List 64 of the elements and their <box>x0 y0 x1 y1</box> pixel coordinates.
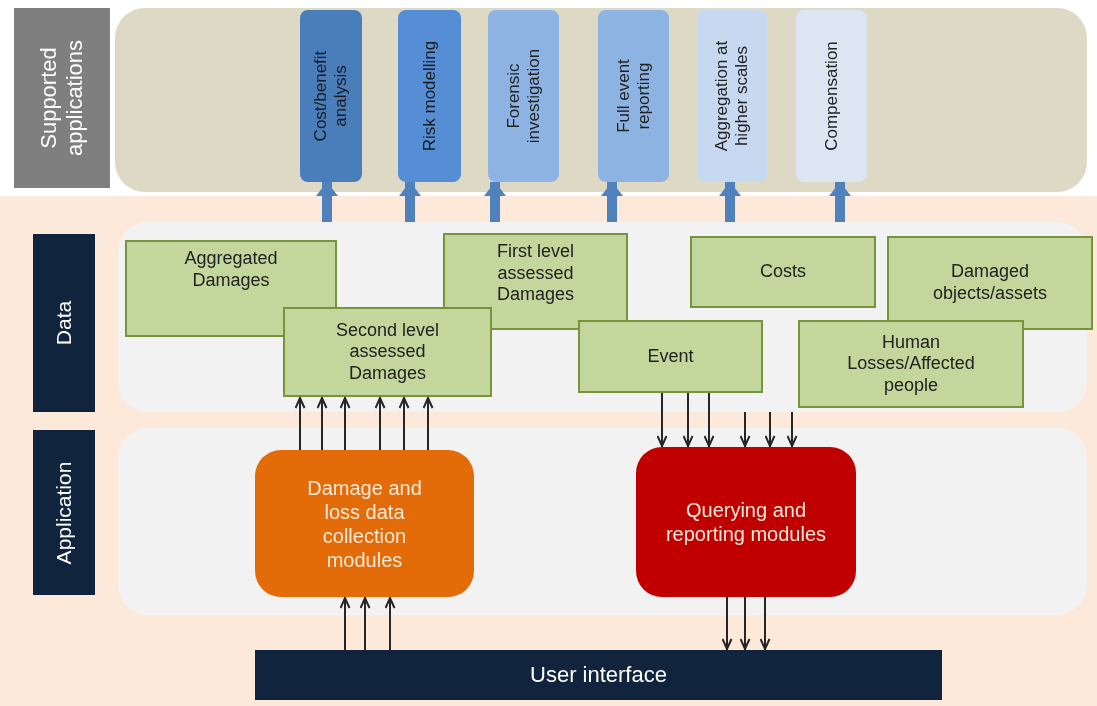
application-box <box>398 10 461 182</box>
layer-label-box <box>33 430 95 595</box>
block-arrow <box>484 182 506 222</box>
data-label: Aggregated Damages <box>183 248 279 292</box>
data-box <box>125 240 337 337</box>
data-box <box>690 236 876 308</box>
interface-label: User interface <box>530 661 667 689</box>
block-arrow <box>829 182 851 222</box>
arrow <box>739 596 751 651</box>
arrow <box>786 411 798 448</box>
application-box <box>300 10 362 182</box>
module-box <box>636 447 856 597</box>
layer-label: Application <box>51 460 77 567</box>
arrow <box>384 596 396 651</box>
arrow <box>739 411 751 448</box>
arrow <box>339 596 351 651</box>
arrow <box>759 596 771 651</box>
data-label: Costs <box>760 261 806 283</box>
layer-label-box <box>33 234 95 412</box>
block-arrow <box>316 182 338 222</box>
layer-band <box>115 8 1087 192</box>
arrow <box>656 392 668 448</box>
arrow <box>703 392 715 448</box>
data-box <box>798 320 1024 408</box>
application-label: Full event reporting <box>613 58 654 135</box>
data-label: Damaged objects/assets <box>931 261 1049 305</box>
arrow <box>339 396 351 451</box>
layer-label: Data <box>51 299 77 348</box>
data-box <box>283 307 492 397</box>
application-box <box>598 10 669 182</box>
arrow <box>422 396 434 451</box>
arrow <box>374 396 386 451</box>
arrow <box>294 396 306 451</box>
arrow <box>316 396 328 451</box>
block-arrow <box>399 182 421 222</box>
data-box <box>887 236 1093 330</box>
arrow <box>764 411 776 448</box>
application-box <box>488 10 559 182</box>
application-box <box>796 10 867 182</box>
data-box <box>578 320 763 393</box>
block-arrow <box>719 182 741 222</box>
data-box <box>443 233 628 330</box>
application-box <box>697 10 767 182</box>
layer-label: Supported applications <box>35 38 88 159</box>
interface-bar <box>255 650 942 700</box>
module-box <box>255 450 474 597</box>
data-label: First level assessed Damages <box>495 241 575 306</box>
application-label: Compensation <box>821 40 842 153</box>
arrow <box>398 396 410 451</box>
arrow <box>359 596 371 651</box>
application-label: Forensic investigation <box>503 47 544 146</box>
arrow <box>721 596 733 651</box>
block-arrow <box>601 182 623 222</box>
layer-label-box <box>14 8 110 188</box>
arrow <box>682 392 694 448</box>
layer-band <box>118 428 1087 615</box>
application-label: Cost/benefit analysis <box>310 49 351 144</box>
data-label: Second level assessed Damages <box>334 319 441 385</box>
data-label: Event <box>647 345 694 368</box>
application-label: Risk modelling <box>419 39 440 154</box>
application-label: Aggregation at higher scales <box>711 39 752 154</box>
data-label: Human Losses/Affected people <box>846 331 976 397</box>
module-label: Querying and reporting modules <box>664 498 828 546</box>
module-label: Damage and loss data collection modules <box>306 475 423 572</box>
